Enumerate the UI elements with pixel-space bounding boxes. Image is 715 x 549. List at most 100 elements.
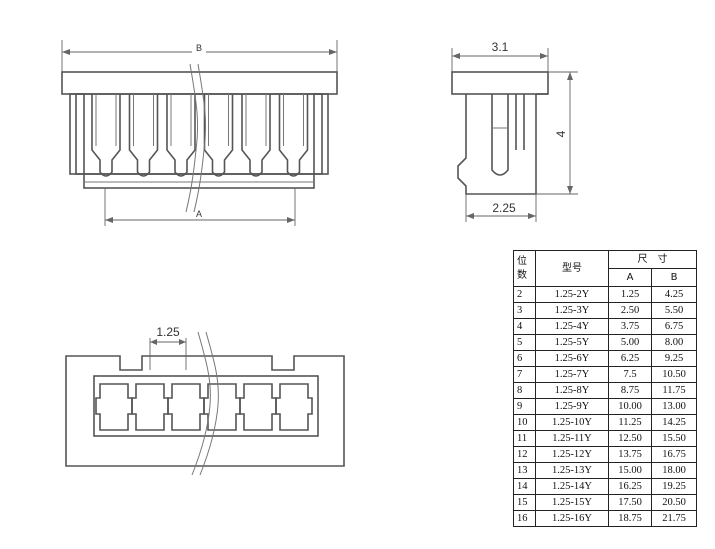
cell-a: 5.00 [608, 334, 652, 351]
cell-position: 13 [513, 462, 536, 479]
front-contact-slot [91, 94, 121, 177]
bottom-contact-slot [203, 383, 241, 431]
cell-model: 1.25-6Y [535, 350, 609, 367]
cell-a: 15.00 [608, 462, 652, 479]
cell-b: 15.50 [651, 430, 697, 447]
header-position: 位 数 [513, 250, 536, 287]
bottom-contact-slot [95, 383, 133, 431]
cell-b: 8.00 [651, 334, 697, 351]
cell-b: 21.75 [651, 510, 697, 527]
cell-model: 1.25-7Y [535, 366, 609, 383]
cell-a: 3.75 [608, 318, 652, 335]
cell-b: 11.75 [651, 382, 697, 399]
cell-position: 14 [513, 478, 536, 495]
cell-b: 4.25 [651, 286, 697, 303]
cell-a: 7.5 [608, 366, 652, 383]
cell-position: 8 [513, 382, 536, 399]
cell-model: 1.25-11Y [535, 430, 609, 447]
header-position-bottom: 数 [517, 269, 527, 281]
cell-position: 9 [513, 398, 536, 415]
cell-model: 1.25-4Y [535, 318, 609, 335]
cell-a: 8.75 [608, 382, 652, 399]
dim-a-label: A [196, 209, 202, 219]
cell-model: 1.25-14Y [535, 478, 609, 495]
header-b: B [651, 268, 697, 287]
dim-pitch-label: 1.25 [156, 325, 180, 339]
cell-model: 1.25-15Y [535, 494, 609, 511]
bottom-contact-slot [239, 383, 277, 431]
cell-model: 1.25-13Y [535, 462, 609, 479]
header-a: A [608, 268, 652, 287]
bottom-contact-slot [167, 383, 205, 431]
cell-b: 19.25 [651, 478, 697, 495]
cell-position: 11 [513, 430, 536, 447]
cell-model: 1.25-9Y [535, 398, 609, 415]
cell-b: 13.00 [651, 398, 697, 415]
cell-a: 18.75 [608, 510, 652, 527]
cell-a: 1.25 [608, 286, 652, 303]
cell-model: 1.25-2Y [535, 286, 609, 303]
cell-a: 17.50 [608, 494, 652, 511]
cell-position: 3 [513, 302, 536, 319]
bottom-view: 1.25 [65, 325, 345, 476]
cell-position: 4 [513, 318, 536, 335]
cell-position: 6 [513, 350, 536, 367]
cell-position: 16 [513, 510, 536, 527]
front-view: B A [61, 40, 338, 226]
cell-b: 6.75 [651, 318, 697, 335]
side-view: 3.1 4 2.25 [451, 40, 578, 222]
cell-position: 7 [513, 366, 536, 383]
cell-model: 1.25-12Y [535, 446, 609, 463]
bottom-contact-slot [275, 383, 313, 431]
cell-model: 1.25-16Y [535, 510, 609, 527]
cell-model: 1.25-8Y [535, 382, 609, 399]
cell-b: 5.50 [651, 302, 697, 319]
cell-a: 13.75 [608, 446, 652, 463]
cell-b: 9.25 [651, 350, 697, 367]
cell-model: 1.25-3Y [535, 302, 609, 319]
cell-a: 12.50 [608, 430, 652, 447]
dim-b-label: B [196, 43, 202, 53]
header-model: 型号 [535, 250, 609, 287]
cell-b: 16.75 [651, 446, 697, 463]
header-position-top: 位 [517, 255, 527, 267]
dim-depth-label: 3.1 [492, 40, 509, 54]
cell-model: 1.25-5Y [535, 334, 609, 351]
cell-b: 10.50 [651, 366, 697, 383]
cell-a: 2.50 [608, 302, 652, 319]
dim-height-label: 4 [554, 130, 568, 137]
front-contact-slot [203, 94, 234, 177]
cell-position: 15 [513, 494, 536, 511]
cell-position: 12 [513, 446, 536, 463]
cell-a: 10.00 [608, 398, 652, 415]
front-contact-slot [166, 94, 196, 177]
front-contact-slot [241, 94, 271, 177]
header-dimension: 尺 寸 [608, 250, 697, 269]
cell-a: 11.25 [608, 414, 652, 431]
cell-position: 2 [513, 286, 536, 303]
bottom-contact-slot [131, 383, 169, 431]
cell-b: 20.50 [651, 494, 697, 511]
cell-a: 16.25 [608, 478, 652, 495]
dim-base-label: 2.25 [492, 201, 516, 215]
front-contact-slot [128, 94, 159, 177]
front-contact-slot [278, 94, 309, 177]
cell-b: 14.25 [651, 414, 697, 431]
cell-position: 10 [513, 414, 536, 431]
cell-a: 6.25 [608, 350, 652, 367]
cell-position: 5 [513, 334, 536, 351]
